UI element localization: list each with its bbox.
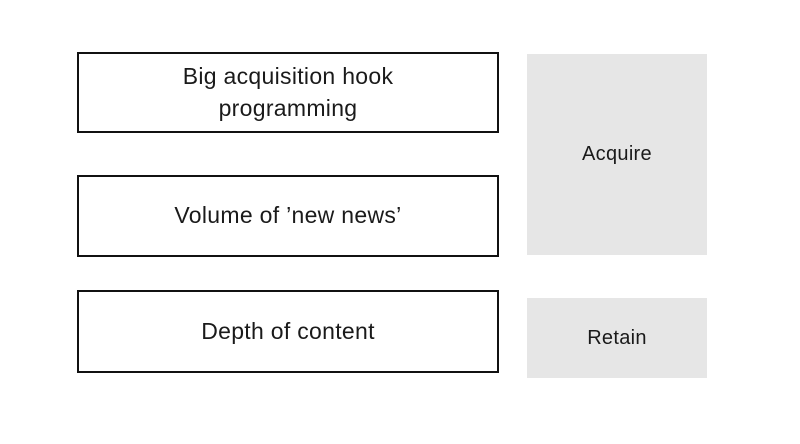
category-box-label: Retain [587, 326, 647, 349]
category-box-label: Acquire [582, 143, 652, 165]
factor-box-big-acquisition-hook-programming: Big acquisition hook programming [77, 52, 499, 133]
factor-box-volume-of-new-news: Volume of ’new news’ [77, 175, 499, 257]
factor-box-label: Big acquisition hook programming [182, 63, 394, 121]
category-box-retain: Retain [527, 298, 707, 378]
factor-box-depth-of-content: Depth of content [77, 290, 499, 373]
category-box-acquire: Acquire [527, 54, 707, 255]
factor-box-label: Depth of content [201, 317, 375, 344]
factor-box-label: Volume of ’new news’ [174, 202, 402, 229]
